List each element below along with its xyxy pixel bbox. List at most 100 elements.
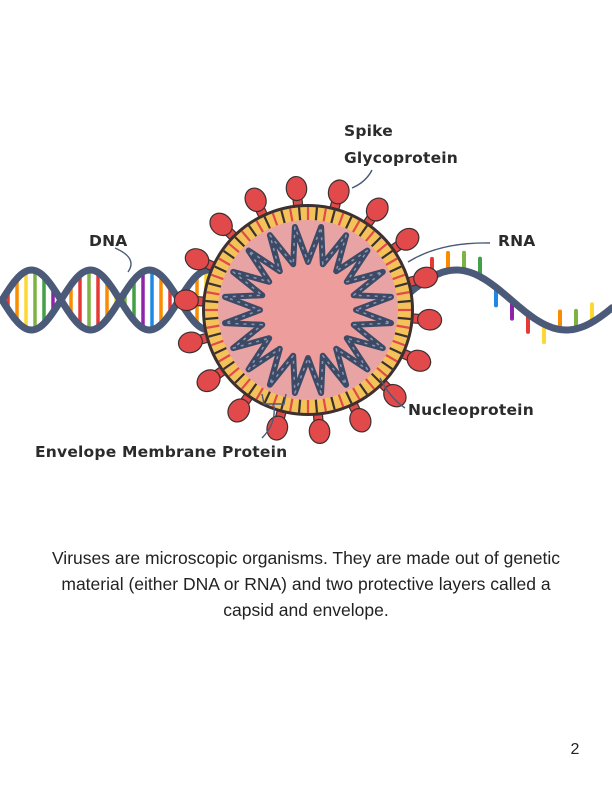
membrane-protein-bar [271,394,279,408]
membrane-protein-bar [370,372,382,384]
spike-head [209,212,233,237]
leader-lines [114,169,491,439]
membrane-protein-bar [330,210,336,224]
spike-head [227,398,251,423]
membrane-protein-bar [358,383,368,396]
membrane-protein-bar [206,324,220,329]
membrane-protein-bar [358,224,368,237]
spike-head [395,227,420,251]
membrane-protein-bar [381,250,394,260]
spike-head [244,187,267,213]
membrane-protein-bar [314,207,319,221]
membrane-protein-bar [228,367,240,378]
membrane-protein-bar [392,273,406,281]
membrane-protein-bar [210,339,224,347]
membrane-protein-bar [365,230,376,242]
membrane-protein-bar [218,354,231,363]
membrane-protein-bar [394,332,408,338]
membrane-protein-bar [397,316,411,321]
membrane-protein-bar [337,394,345,408]
caption: Viruses are microscopic organisms. They … [30,545,582,623]
membrane-protein-bar [205,299,219,304]
spike-head [285,175,308,202]
membrane-protein-bar [345,216,353,229]
rna-backbone [406,266,612,334]
membrane-protein-bar [248,224,258,237]
spike-head [308,418,331,445]
membrane-protein-bar [297,399,302,413]
spike-head [413,266,439,289]
membrane-protein-bar [345,391,353,404]
caption-line-1: Viruses are microscopic organisms. They … [51,548,561,568]
spike-head [383,383,407,408]
membrane-protein-bar [255,387,264,400]
membrane-protein-bar [385,354,398,363]
label-glycoprotein: Glycoprotein [344,149,458,167]
membrane-protein-bar [396,324,410,329]
membrane-protein-bar [240,230,251,242]
membrane-protein-bar [222,250,235,260]
label-dna: DNA [89,232,127,250]
label-envelope-membrane-protein: Envelope Membrane Protein [35,443,287,461]
membrane-protein-bar [289,398,294,412]
membrane-protein-bar [240,378,251,390]
rna-strand [406,250,612,345]
membrane-protein-bar [389,265,402,273]
membrane-protein-bar [376,242,388,253]
spike-head [184,248,210,271]
membrane-protein-bar [322,208,327,222]
membrane-protein-bar [297,207,302,221]
membrane-protein-bar [365,378,376,390]
membrane-protein-bar [352,387,361,400]
membrane-protein-bar [228,242,240,253]
label-spike: Spike [344,122,393,140]
nucleoprotein-highlight [224,226,392,394]
membrane-protein-bar [337,212,345,226]
membrane-protein-bar [389,347,402,355]
virus-particle [173,175,443,445]
leader-rna [407,242,491,263]
membrane-protein-bar [206,291,220,296]
membrane-protein-bar [385,257,398,266]
membrane-protein-bar [222,360,235,370]
spike-head [196,369,221,393]
membrane-protein-bar [263,216,271,229]
membrane-protein-bar [208,332,222,338]
membrane-protein-bar [210,273,224,281]
membrane-protein-bar [289,208,294,222]
label-rna: RNA [498,232,536,250]
membrane-protein-bar [396,291,410,296]
membrane-protein-bar [352,220,361,233]
spike-head [327,179,350,205]
membrane-protein-bar [255,220,264,233]
membrane-protein-bar [381,360,394,370]
label-nucleoprotein: Nucleoprotein [408,401,534,419]
membrane-protein-bar [214,265,227,273]
membrane-protein-bar [392,339,406,347]
spike-head [173,289,199,312]
caption-line-3: capsid and envelope. [223,600,389,620]
spike-head [417,308,443,331]
caption-line-2: material (either DNA or RNA) and two pro… [61,574,551,594]
leader-spike [351,169,373,189]
membrane-protein-bar [314,399,319,413]
membrane-protein-bar [263,391,271,404]
membrane-protein-bar [234,236,246,248]
membrane-protein-bar [234,372,246,384]
page-number: 2 [570,741,580,758]
spike-head [266,415,289,441]
membrane-protein-bar [248,383,258,396]
spike-head [365,197,389,222]
membrane-protein-bar [376,367,388,378]
envelope-bracket [261,393,287,405]
virus-illustration: Spike Glycoprotein DNA RNA Nucleoprotein… [0,122,612,461]
membrane-protein-bar [208,282,222,288]
envelope-membrane-proteins [205,207,411,413]
membrane-protein-bar [322,398,327,412]
membrane-protein-bar [397,299,411,304]
membrane-protein-bar [394,282,408,288]
membrane-protein-bar [330,396,336,410]
membrane-protein-bar [370,236,382,248]
membrane-protein-bar [218,257,231,266]
leader-dna [114,247,132,273]
